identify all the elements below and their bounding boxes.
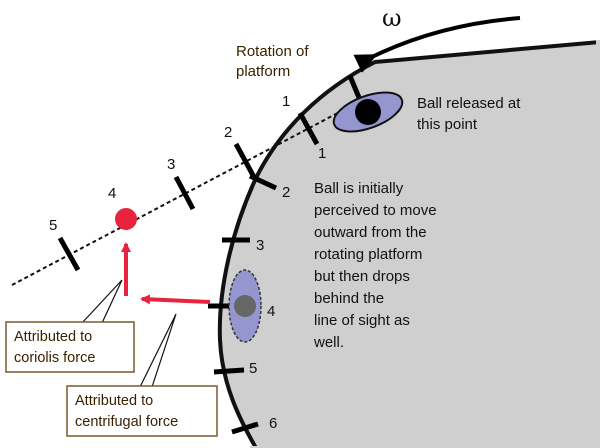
svg-text:perceived to move: perceived to move — [314, 202, 437, 219]
platform-label-4: 4 — [267, 303, 275, 320]
coriolis-box-line2: coriolis force — [14, 350, 95, 366]
centrifugal-callout-pointer — [139, 313, 177, 388]
platform-label-1: 1 — [318, 145, 326, 162]
svg-text:rotating platform: rotating platform — [314, 246, 422, 263]
sightline-label-2: 2 — [224, 124, 232, 141]
sightline-label-3: 3 — [167, 156, 175, 173]
rotation-label-line1: Rotation of — [236, 43, 309, 60]
red-ball — [115, 208, 137, 230]
sightline-label-5: 5 — [49, 217, 57, 234]
release-label-line2: this point — [417, 116, 478, 133]
rotation-arrow — [353, 16, 521, 73]
description-text: Ball is initially perceived to move outw… — [313, 180, 437, 351]
rotation-label-line2: platform — [236, 63, 290, 80]
rotating-platform — [217, 39, 600, 448]
svg-text:behind the: behind the — [314, 290, 384, 307]
centrifugal-box-line1: Attributed to — [75, 393, 153, 409]
coriolis-box — [5, 321, 135, 373]
coriolis-box-line1: Attributed to — [14, 329, 92, 345]
released-ball — [355, 99, 381, 125]
sightline-ticks — [57, 111, 320, 272]
svg-text:Ball is initially: Ball is initially — [314, 180, 404, 197]
svg-text:line of sight as: line of sight as — [314, 312, 410, 329]
release-label-line1: Ball released at — [417, 95, 521, 112]
platform-label-5: 5 — [249, 360, 257, 377]
centrifugal-box-line2: centrifugal force — [75, 414, 178, 430]
svg-text:outward from the: outward from the — [314, 224, 427, 241]
sightline-label-1: 1 — [282, 93, 290, 110]
platform-edge-ticks — [208, 75, 363, 435]
platform-label-3: 3 — [256, 237, 264, 254]
svg-text:but then drops: but then drops — [314, 268, 410, 285]
coriolis-callout-pointer — [80, 279, 123, 324]
perceived-ball — [234, 295, 256, 317]
platform-label-6: 6 — [269, 415, 277, 432]
omega-symbol: ω — [382, 4, 402, 32]
centrifugal-arrow — [140, 294, 211, 305]
centrifugal-box — [66, 385, 218, 437]
platform-label-2: 2 — [282, 184, 290, 201]
svg-text:well.: well. — [313, 334, 344, 351]
sightline-label-4: 4 — [108, 185, 116, 202]
